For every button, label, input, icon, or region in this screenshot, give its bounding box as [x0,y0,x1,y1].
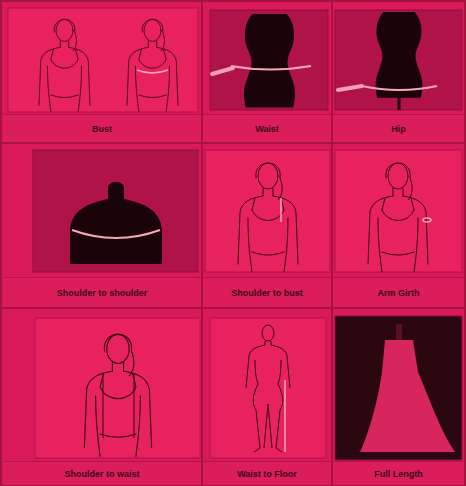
hip-illustration [335,10,462,110]
shoulder-to-waist-illustration [35,318,200,458]
bust-illustration [8,8,198,112]
label-band: Full Length [333,461,464,485]
full-length-illustration [335,316,462,460]
label-band: Waist [203,114,331,142]
label-text: Shoulder to waist [64,469,139,479]
label-band: Hip [333,114,464,142]
shoulder-to-bust-illustration [205,150,330,272]
waist-to-floor-illustration [210,318,326,458]
waist-illustration [210,10,328,110]
label-band: Shoulder to waist [3,461,201,485]
label-band: Arm Girth [333,277,464,307]
label-text: Waist to Floor [237,469,297,479]
label-text: Full Length [374,469,423,479]
arm-girth-illustration [335,150,462,272]
label-band: Shoulder to bust [203,277,331,307]
label-band: Waist to Floor [203,461,331,485]
label-text: Shoulder to bust [231,288,303,298]
label-text: Hip [391,124,406,134]
label-band: Shoulder to shoulder [3,277,201,307]
label-band: Bust [3,114,201,142]
label-text: Arm Girth [377,288,419,298]
label-text: Waist [255,124,279,134]
label-text: Shoulder to shoulder [57,288,148,298]
label-text: Bust [92,124,112,134]
shoulder-illustration [33,150,198,272]
